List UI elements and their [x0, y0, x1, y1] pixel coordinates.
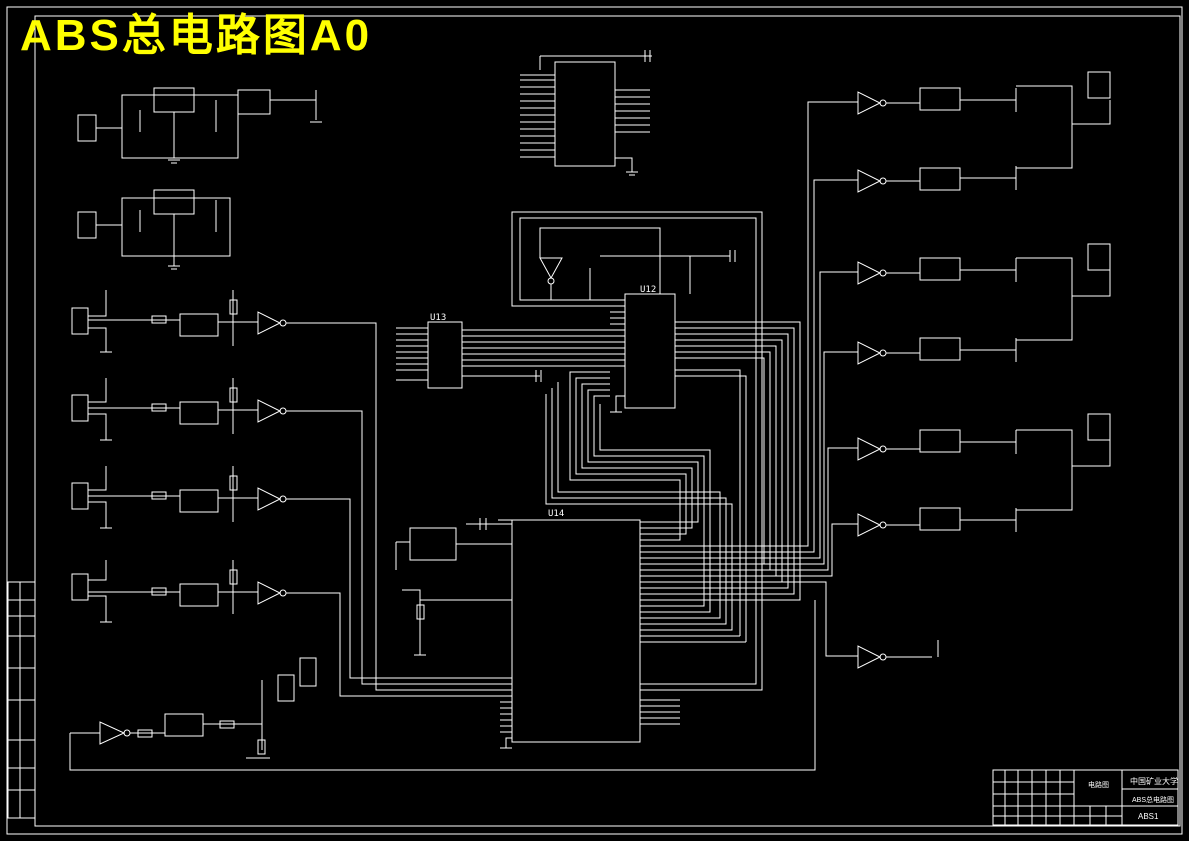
title-block	[992, 769, 1179, 826]
sensor-channel-1	[71, 290, 512, 691]
title-block-stage: 电路图	[1088, 782, 1109, 789]
sensor-channel-3	[71, 466, 512, 679]
sensor-channel-2	[71, 378, 512, 685]
data-bus	[545, 321, 801, 643]
u14-label: U14	[548, 509, 564, 519]
left-margin-table	[7, 581, 36, 819]
title-block-school: 中国矿业大学	[1130, 777, 1178, 786]
power-supply-1	[77, 87, 322, 164]
u13-label: U13	[430, 313, 446, 323]
u12-label: U12	[640, 285, 656, 295]
oscillator-block	[395, 518, 512, 656]
inner-border	[34, 15, 1181, 827]
relay-driver	[69, 600, 816, 771]
power-supply-2	[77, 189, 231, 270]
page-title: ABS总电路图A0	[20, 11, 373, 60]
u14-chip	[498, 519, 680, 749]
output-drivers	[640, 71, 1111, 669]
u13-chip	[396, 321, 610, 389]
sensor-channel-4	[71, 560, 512, 697]
title-block-drawing-name: ABS总电路图	[1132, 797, 1175, 804]
title-block-drawing-code: ABS1	[1138, 812, 1159, 821]
outer-border	[6, 6, 1183, 835]
u12-chip	[511, 211, 763, 691]
memory-chip-top	[520, 50, 652, 176]
